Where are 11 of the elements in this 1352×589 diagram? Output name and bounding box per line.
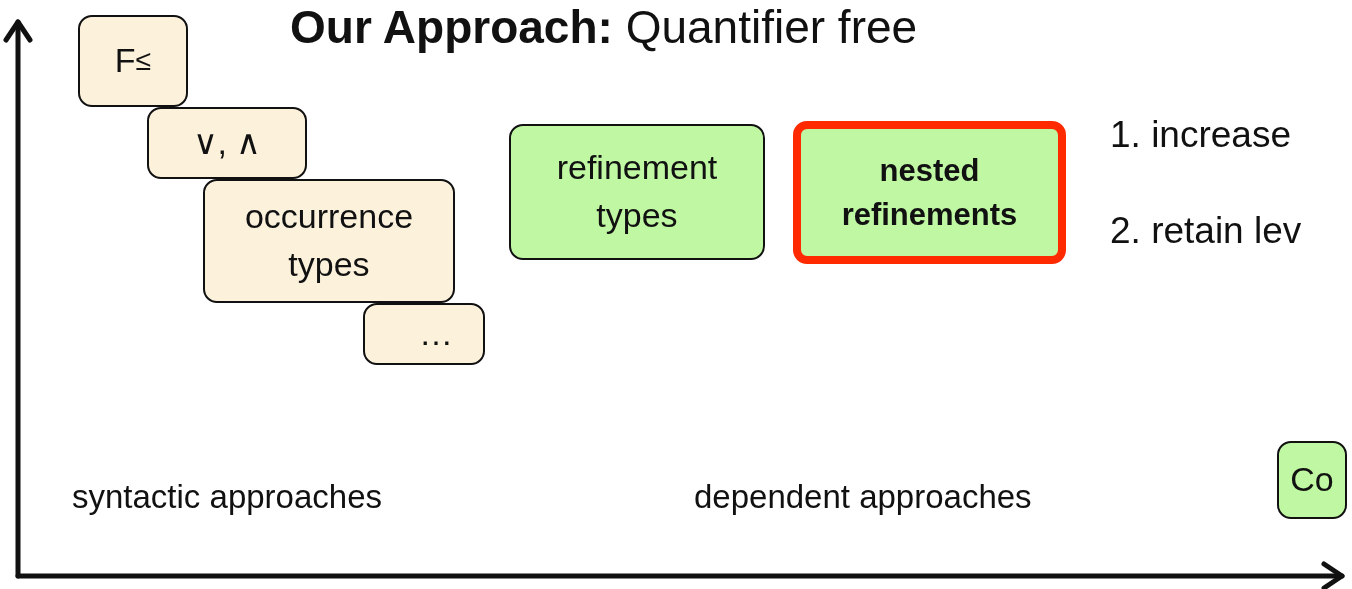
axis-label: syntactic approaches [72, 478, 382, 516]
highlighted-type-box: nested refinements [793, 121, 1066, 264]
type-box: … [363, 303, 485, 365]
type-box: refinement types [509, 124, 765, 260]
slide-title: Our Approach: Quantifier free [290, 0, 918, 54]
type-box: Co [1277, 441, 1347, 519]
list-item: 1. increase [1110, 114, 1291, 156]
list-item: 2. retain lev [1110, 210, 1302, 252]
type-box: ∨, ∧ [147, 107, 307, 179]
type-box: occurrence types [203, 179, 455, 303]
axis-label: dependent approaches [694, 478, 1032, 516]
